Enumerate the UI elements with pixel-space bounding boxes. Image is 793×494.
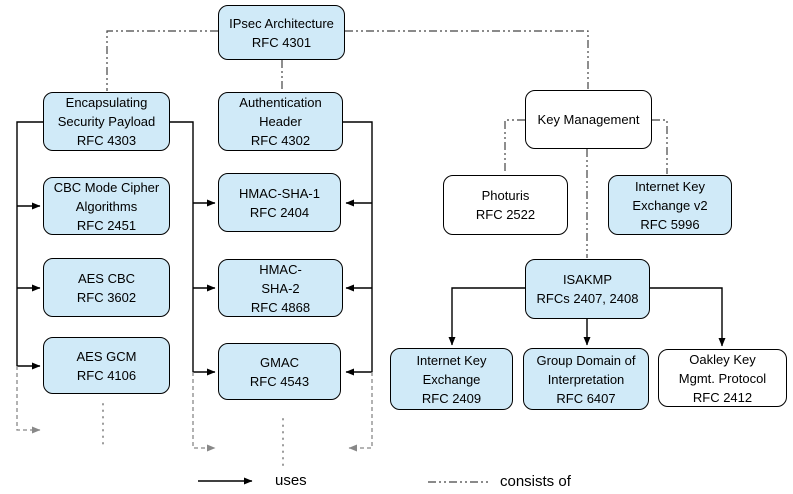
edge-keymgmt-photuris <box>504 119 525 174</box>
node-label: Internet Key <box>634 178 706 194</box>
node-ike: Internet Key Exchange RFC 2409 <box>390 348 513 410</box>
edge-esp-right-more <box>192 372 216 452</box>
node-label: Interpretation <box>547 371 625 387</box>
continuation-edges <box>16 366 373 452</box>
edge-esp-more <box>16 366 41 434</box>
node-gmac: GMAC RFC 4543 <box>218 343 341 400</box>
node-label: RFC 4106 <box>76 367 137 383</box>
node-label: RFC 4303 <box>76 133 137 148</box>
node-key-management: Key Management <box>525 90 652 149</box>
node-esp: Encapsulating Security Payload RFC 4303 <box>43 92 170 151</box>
consists-of-edges <box>106 30 668 258</box>
node-label: HMAC- <box>259 261 302 277</box>
node-label: Exchange <box>422 371 481 387</box>
node-label: RFCs 2407, 2408 <box>536 291 639 306</box>
node-label: Group Domain of <box>536 352 636 368</box>
node-ikev2: Internet Key Exchange v2 RFC 5996 <box>608 175 732 235</box>
node-isakmp: ISAKMP RFCs 2407, 2408 <box>525 259 650 319</box>
node-label: GMAC <box>260 354 299 370</box>
node-label: CBC Mode Cipher <box>53 179 160 195</box>
ellipsis-lines <box>102 403 284 467</box>
node-label: RFC 4868 <box>250 299 311 315</box>
edge-esp-left-trunk <box>16 121 43 366</box>
node-label: RFC 2412 <box>692 389 753 405</box>
node-label: Oakley Key <box>689 351 756 367</box>
edge-ipsec-keymgmt <box>345 30 589 89</box>
node-aes-gcm: AES GCM RFC 4106 <box>43 337 170 394</box>
node-label: RFC 6407 <box>556 390 616 406</box>
node-label: RFC 4543 <box>249 373 310 389</box>
edge-ah-right-trunk <box>343 121 373 372</box>
node-label: RFC 4302 <box>250 133 311 148</box>
uses-edges <box>16 121 726 376</box>
node-label: Encapsulating <box>65 95 148 110</box>
legend-uses-label: uses <box>275 472 307 489</box>
node-authentication-header: Authentication Header RFC 4302 <box>218 92 343 151</box>
edge-ah-more <box>348 372 373 452</box>
node-photuris: Photuris RFC 2522 <box>443 175 568 235</box>
node-label: RFC 4301 <box>251 34 312 50</box>
node-label: IPsec Architecture <box>229 15 334 31</box>
edge-isakmp-oakley <box>650 287 726 347</box>
node-hmac-sha2: HMAC- SHA-2 RFC 4868 <box>218 259 343 317</box>
node-label: AES GCM <box>76 348 137 364</box>
node-label: Exchange v2 <box>632 197 708 213</box>
node-label: RFC 5996 <box>640 216 700 232</box>
node-cbc-mode-cipher: CBC Mode Cipher Algorithms RFC 2451 <box>43 177 170 235</box>
legend-consists-of-label: consists of <box>500 473 571 490</box>
node-label: SHA-2 <box>261 280 300 296</box>
node-gdoi: Group Domain of Interpretation RFC 6407 <box>523 348 649 410</box>
edge-ipsec-esp <box>106 30 218 91</box>
node-label: HMAC-SHA-1 <box>239 185 320 201</box>
node-label: ISAKMP <box>562 272 613 287</box>
edge-esp-right-trunk <box>170 121 194 372</box>
node-label: RFC 2404 <box>249 204 310 220</box>
node-label: RFC 2522 <box>475 207 536 222</box>
edge-isakmp-ike <box>448 287 525 346</box>
edge-keymgmt-ikev2 <box>652 119 668 174</box>
node-hmac-sha1: HMAC-SHA-1 RFC 2404 <box>218 173 341 232</box>
node-label: Authentication <box>239 95 322 110</box>
node-ipsec-architecture: IPsec Architecture RFC 4301 <box>218 5 345 60</box>
node-label: RFC 3602 <box>76 289 137 305</box>
node-label: Security Payload <box>57 114 156 129</box>
node-label: Internet Key <box>416 352 487 368</box>
node-aes-cbc: AES CBC RFC 3602 <box>43 258 170 317</box>
node-label: Algorithms <box>75 198 138 214</box>
node-label: Key Management <box>537 112 640 127</box>
node-label: Mgmt. Protocol <box>678 370 767 386</box>
node-label: RFC 2409 <box>421 390 482 406</box>
node-label: Header <box>259 114 302 129</box>
node-oakley: Oakley Key Mgmt. Protocol RFC 2412 <box>658 349 787 407</box>
node-label: AES CBC <box>77 270 136 286</box>
node-label: RFC 2451 <box>76 217 137 233</box>
node-label: Photuris <box>481 188 530 203</box>
